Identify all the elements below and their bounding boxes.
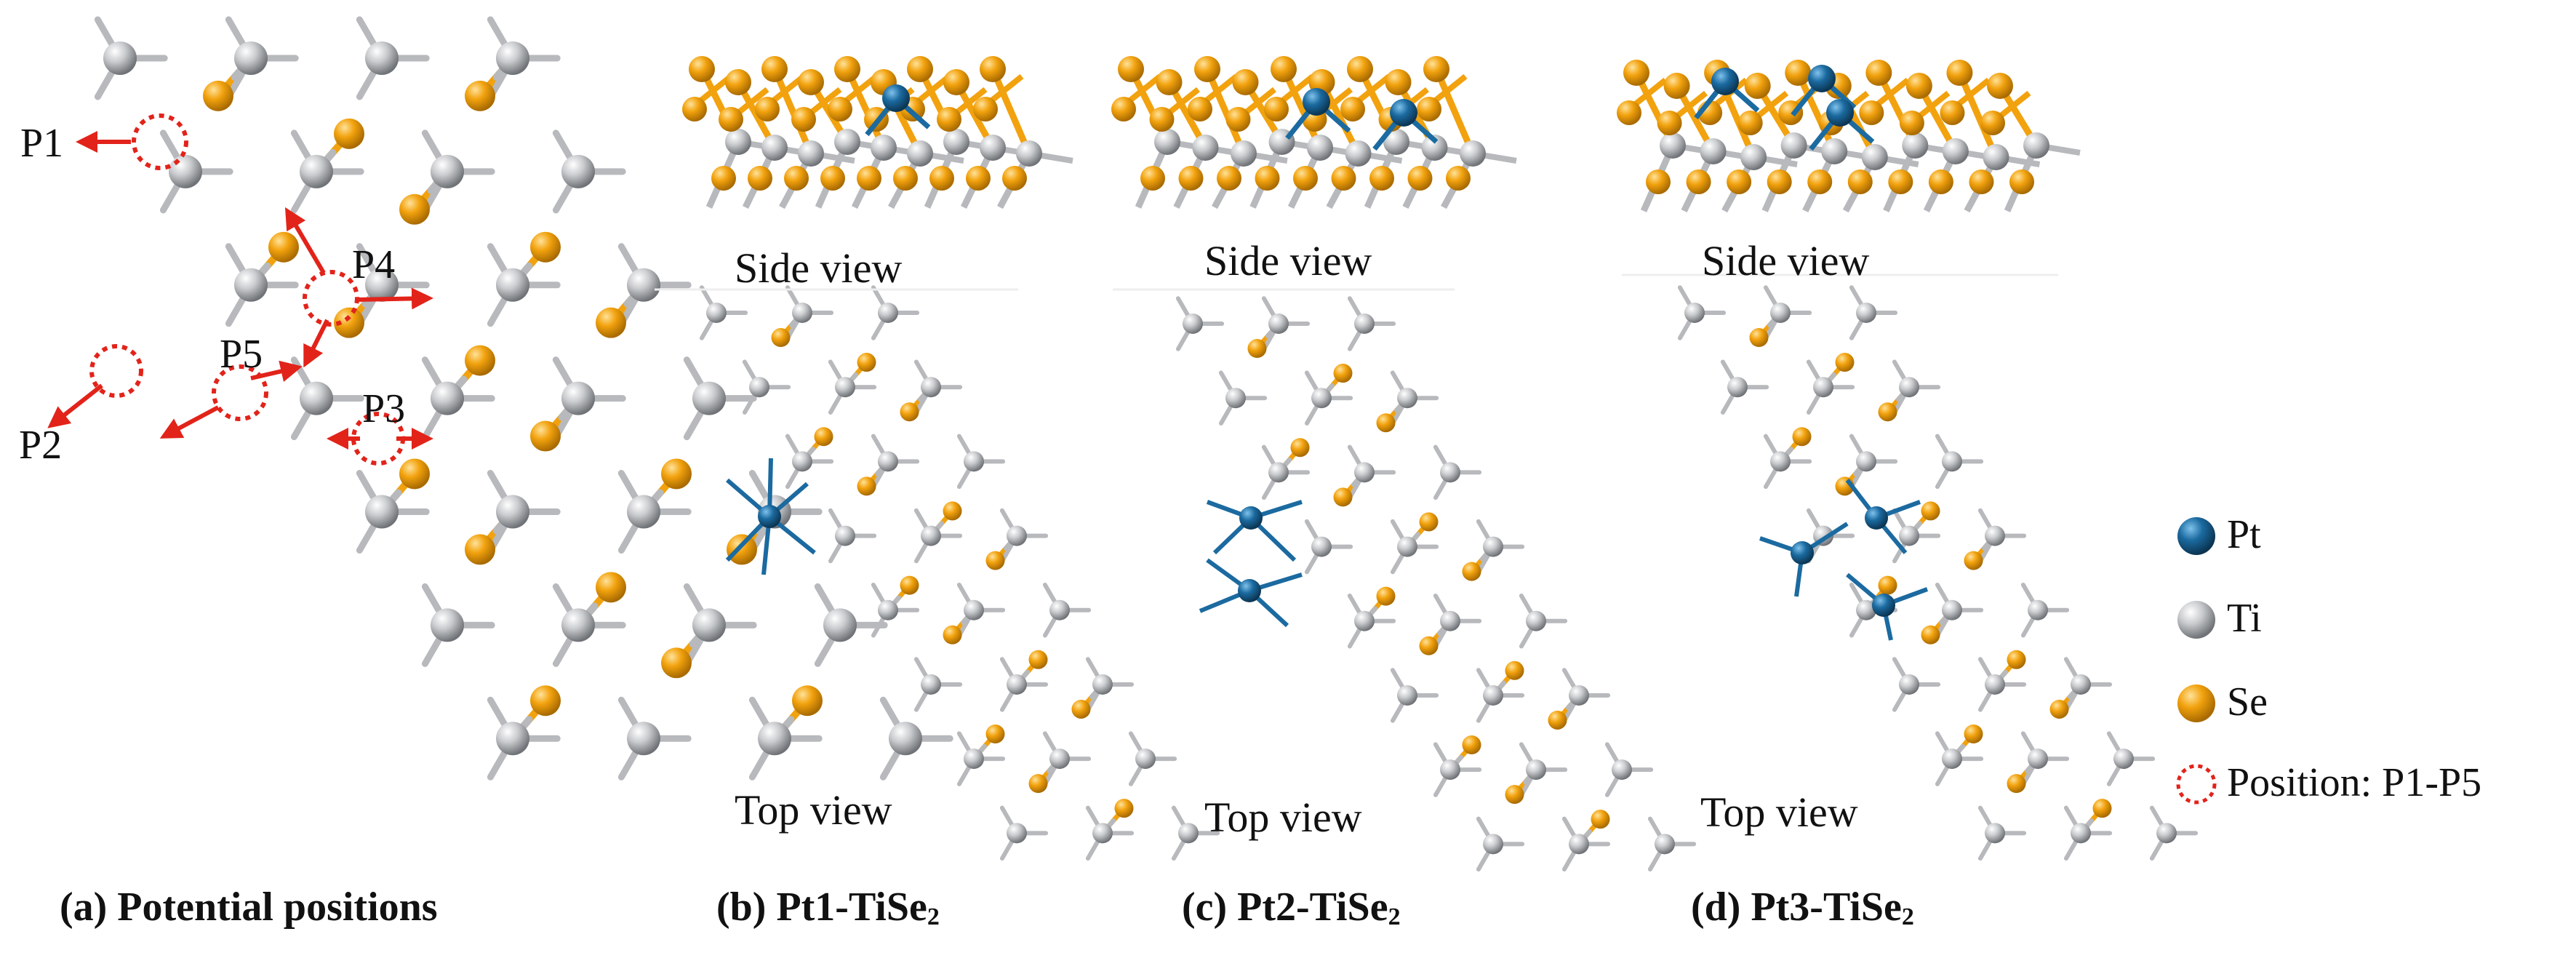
position-label-p4: P4 — [352, 242, 396, 287]
panel-a-caption: (a) Potential positions — [60, 885, 438, 930]
panel-c-top-view — [1175, 296, 1697, 872]
panel-d-side-label: Side view — [1702, 237, 1870, 284]
panel-a-lattice — [94, 16, 953, 781]
position-label-p3: P3 — [362, 386, 406, 431]
position-ring-icon — [2176, 764, 2217, 805]
legend-label-position: Position: P1-P5 — [2227, 760, 2482, 805]
panel-d-top-label: Top view — [1700, 789, 1858, 836]
position-markers — [47, 113, 433, 466]
panel-b-side-view — [682, 56, 1073, 209]
panel-b-top-view — [699, 285, 1220, 861]
panel-c-side-view — [1111, 56, 1517, 209]
panel-d-side-view — [1617, 60, 2081, 213]
panel-b-side-label: Side view — [735, 244, 903, 292]
panel-d-top-view — [1677, 285, 2199, 861]
ti-atom-icon — [2177, 601, 2215, 639]
panel-c-caption: (c) Pt2-TiSe2 — [1182, 885, 1401, 930]
panel-b-top-label: Top view — [735, 786, 892, 834]
legend-label-ti: Ti — [2227, 596, 2262, 641]
panel-b-caption: (b) Pt1-TiSe2 — [716, 885, 940, 930]
panel-d-caption: (d) Pt3-TiSe2 — [1691, 885, 1914, 930]
se-atom-icon — [2177, 684, 2215, 722]
pt-atom-icon — [2177, 517, 2215, 555]
position-label-p2: P2 — [19, 423, 63, 468]
panel-c-side-label: Side view — [1204, 237, 1372, 284]
legend — [2176, 517, 2217, 805]
legend-label-se: Se — [2227, 679, 2268, 725]
legend-label-pt: Pt — [2227, 512, 2261, 557]
panel-c-top-label: Top view — [1204, 794, 1362, 841]
position-label-p1: P1 — [20, 121, 64, 166]
position-label-p5: P5 — [220, 332, 263, 377]
